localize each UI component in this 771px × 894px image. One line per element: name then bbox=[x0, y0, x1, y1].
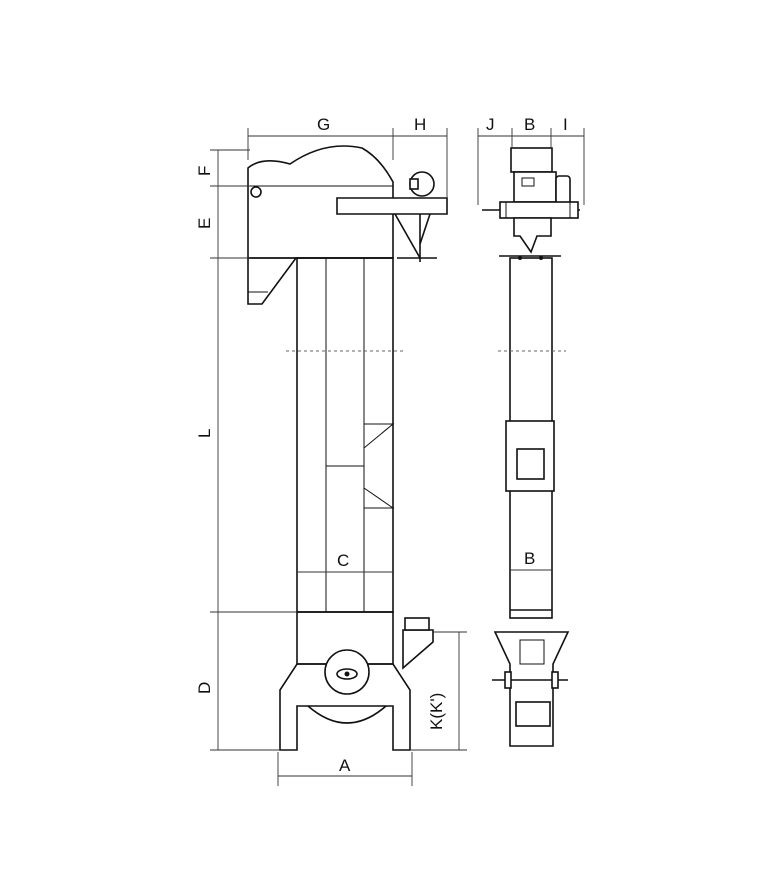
label-G: G bbox=[317, 115, 330, 134]
label-L: L bbox=[195, 429, 214, 438]
motor-cap bbox=[409, 178, 419, 190]
inspection-window bbox=[516, 448, 545, 480]
head-bolt bbox=[250, 186, 262, 198]
label-B-top: B bbox=[524, 115, 535, 134]
side-clean-door bbox=[515, 701, 551, 727]
pulley-axle bbox=[344, 671, 350, 677]
side-head-top bbox=[510, 147, 553, 173]
dimensions bbox=[210, 128, 585, 786]
side-motor-plate bbox=[521, 177, 535, 187]
drive-bracket bbox=[394, 213, 431, 259]
brace-1 bbox=[363, 423, 395, 449]
label-J: J bbox=[486, 115, 495, 134]
side-bearing-l bbox=[504, 671, 512, 689]
front-view bbox=[247, 145, 448, 751]
label-B-mid: B bbox=[524, 549, 535, 568]
side-motor bbox=[513, 171, 557, 203]
inspection-door bbox=[505, 420, 555, 492]
side-head-funnel bbox=[513, 217, 552, 254]
feed-cap bbox=[404, 617, 430, 631]
feed-hopper bbox=[402, 629, 434, 670]
label-D: D bbox=[195, 682, 214, 694]
label-I: I bbox=[563, 115, 568, 134]
brace-2 bbox=[363, 487, 395, 509]
pulley-hub bbox=[336, 668, 358, 680]
label-H: H bbox=[414, 115, 426, 134]
discharge-spout bbox=[247, 257, 297, 305]
label-K: K(K') bbox=[427, 693, 446, 730]
side-boot-hopper bbox=[493, 631, 570, 747]
label-A: A bbox=[339, 756, 351, 775]
side-drive-frame bbox=[499, 201, 579, 219]
side-gearbox bbox=[555, 175, 571, 205]
drive-arm bbox=[336, 197, 448, 215]
boot-trough bbox=[307, 705, 387, 724]
dimension-labels: G H J B I F E L D C B K(K') A bbox=[195, 115, 568, 775]
side-view bbox=[482, 147, 580, 747]
side-bearing-r bbox=[551, 671, 559, 689]
label-F: F bbox=[195, 166, 214, 176]
head-hood bbox=[247, 145, 394, 259]
label-E: E bbox=[195, 218, 214, 229]
side-boot-feed bbox=[519, 639, 545, 665]
label-C: C bbox=[337, 551, 349, 570]
